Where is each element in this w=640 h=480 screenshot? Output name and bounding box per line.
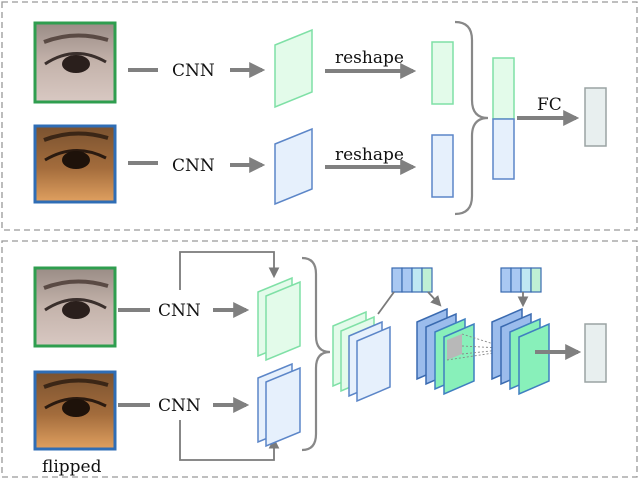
attention-vector-1 xyxy=(391,267,433,293)
eye-image-bottom-green xyxy=(33,266,117,348)
concat-brace-bottom xyxy=(301,256,331,452)
reshape-label-2: reshape xyxy=(335,145,404,165)
cnn-label-top-2: CNN xyxy=(172,156,215,176)
feature-stack-bottom-blue xyxy=(257,362,301,448)
flipped-caption: flipped xyxy=(42,457,102,477)
arrow-attention1-down xyxy=(427,291,442,307)
cnn-label-top-1: CNN xyxy=(172,61,215,81)
skip-connection-bottom xyxy=(179,420,280,461)
attention-vector-2 xyxy=(500,267,542,293)
link-merge-to-attention xyxy=(377,291,395,315)
reshape-label-1: reshape xyxy=(335,48,404,68)
fc-label: FC xyxy=(537,95,562,115)
concat-vector-green xyxy=(492,57,515,120)
eye-image-top-blue xyxy=(33,124,117,204)
bottom-panel xyxy=(1,240,638,478)
feature-map-top-blue xyxy=(274,127,313,206)
feature-stack-bottom-green xyxy=(257,276,301,362)
vector-top-green xyxy=(431,41,454,105)
skip-connection-top xyxy=(179,251,280,290)
vector-top-blue xyxy=(431,134,454,198)
fc-output-bottom xyxy=(584,323,607,383)
cnn-label-bottom-2: CNN xyxy=(158,396,201,416)
concat-vector-blue xyxy=(492,118,515,180)
eye-image-bottom-blue-flipped xyxy=(33,370,117,451)
concat-brace-top xyxy=(454,20,489,216)
deep-feature-stack-2 xyxy=(491,307,550,396)
feature-map-top-green xyxy=(274,28,313,109)
fc-output-top xyxy=(584,87,607,147)
eye-image-top-green xyxy=(33,21,117,104)
deep-feature-stack-1 xyxy=(416,307,475,396)
cnn-label-bottom-1: CNN xyxy=(158,301,201,321)
top-panel xyxy=(1,1,638,231)
merged-feature-stack xyxy=(332,310,391,403)
